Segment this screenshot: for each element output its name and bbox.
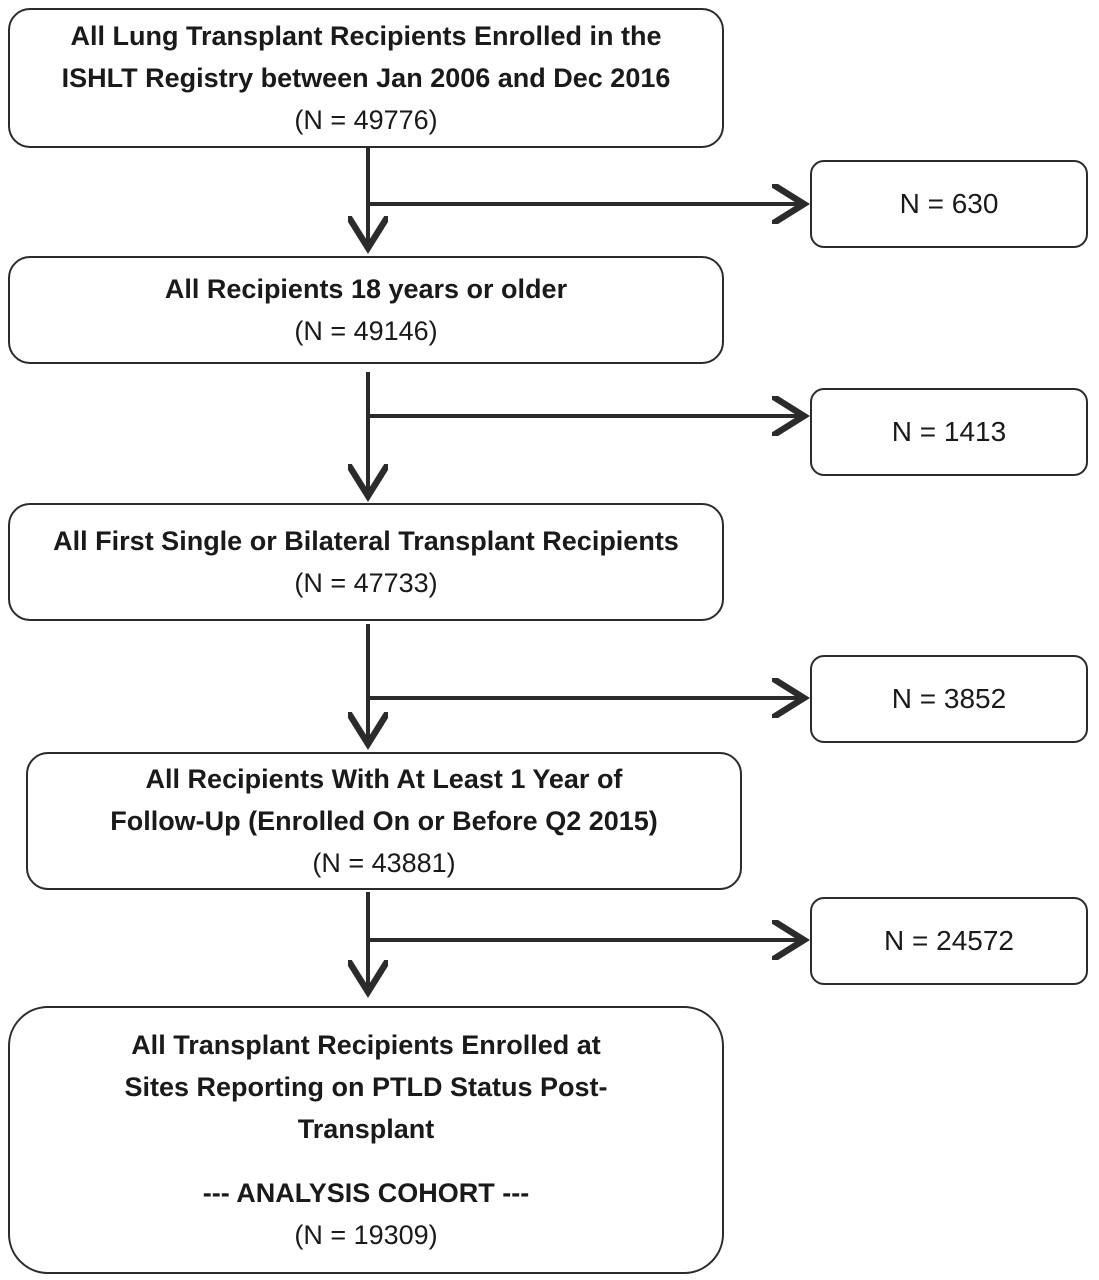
exclusion-box-1: N = 630 bbox=[810, 160, 1088, 248]
step-box-one-year-follow-up: All Recipients With At Least 1 Year of F… bbox=[26, 752, 742, 890]
step-title-line: All First Single or Bilateral Transplant… bbox=[53, 526, 679, 556]
step-title-line: All Recipients With At Least 1 Year of bbox=[145, 764, 623, 794]
analysis-cohort-label: --- ANALYSIS COHORT --- bbox=[202, 1178, 530, 1208]
step-count: (N = 47733) bbox=[294, 568, 438, 598]
step-box-first-transplant: All First Single or Bilateral Transplant… bbox=[8, 503, 724, 621]
step-title-line: All Transplant Recipients Enrolled at bbox=[131, 1030, 601, 1060]
step-box-analysis-cohort: All Transplant Recipients Enrolled at Si… bbox=[8, 1006, 724, 1274]
step-count: (N = 43881) bbox=[312, 848, 456, 878]
exclusion-box-2: N = 1413 bbox=[810, 388, 1088, 476]
step-title-line: Sites Reporting on PTLD Status Post- bbox=[124, 1072, 608, 1102]
step-box-adult-recipients: All Recipients 18 years or older (N = 49… bbox=[8, 256, 724, 364]
step-title-line: Follow-Up (Enrolled On or Before Q2 2015… bbox=[110, 806, 658, 836]
step-count: (N = 49776) bbox=[294, 105, 438, 135]
step-count: (N = 49146) bbox=[294, 316, 438, 346]
step-title-line: All Lung Transplant Recipients Enrolled … bbox=[70, 21, 662, 51]
step-box-all-lung-recipients: All Lung Transplant Recipients Enrolled … bbox=[8, 8, 724, 148]
step-count: (N = 19309) bbox=[294, 1220, 438, 1250]
step-title-line: Transplant bbox=[297, 1114, 435, 1144]
step-title-line: All Recipients 18 years or older bbox=[164, 274, 568, 304]
exclusion-box-4: N = 24572 bbox=[810, 897, 1088, 985]
exclusion-box-3: N = 3852 bbox=[810, 655, 1088, 743]
step-title-line: ISHLT Registry between Jan 2006 and Dec … bbox=[61, 63, 671, 93]
